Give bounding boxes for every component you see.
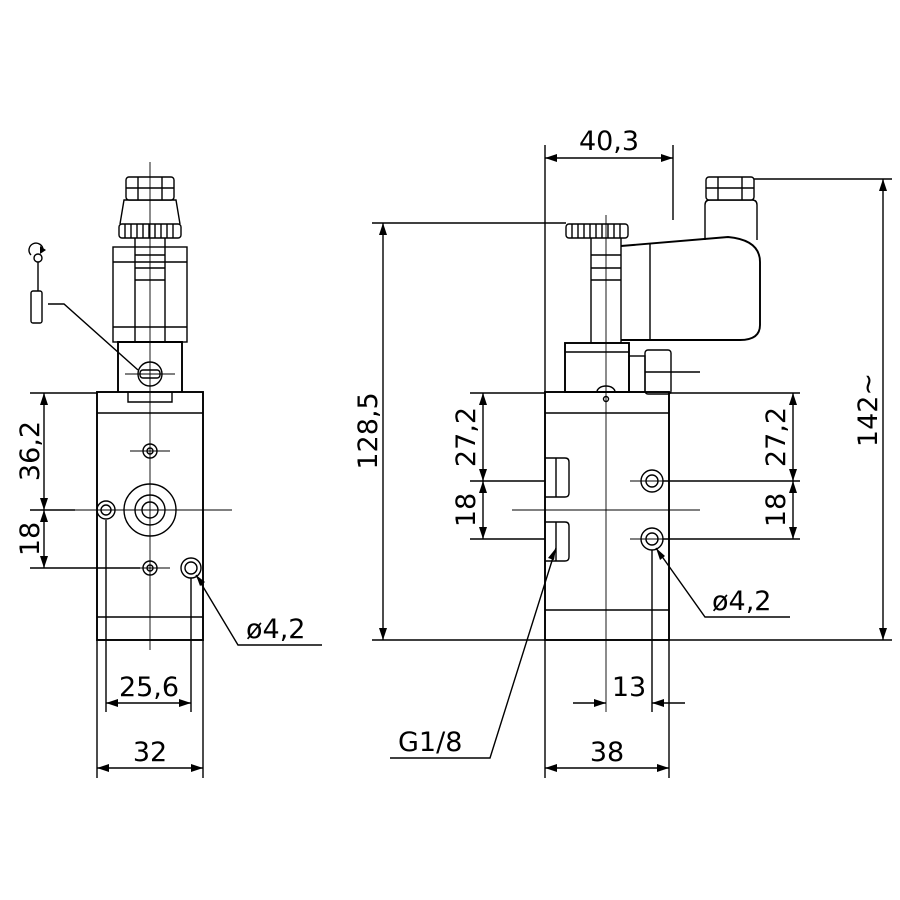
left-view: ø4,2 36,2 18 25,6 32 xyxy=(15,162,322,778)
left-dim-25-6: 25,6 xyxy=(119,672,179,703)
right-view: 40,3 128,5 142~ 27,2 18 27 xyxy=(353,126,892,778)
right-dim-128-5: 128,5 xyxy=(353,392,384,469)
right-thread-label: G1/8 xyxy=(398,727,462,758)
right-dim-40-3: 40,3 xyxy=(579,126,639,157)
right-dim-38: 38 xyxy=(590,737,624,768)
right-knurled-knob xyxy=(565,223,629,239)
left-dim-32: 32 xyxy=(133,737,167,768)
right-left-dim-18: 18 xyxy=(451,493,482,527)
right-valve-body xyxy=(544,391,670,641)
manual-lever-icon xyxy=(28,242,139,371)
left-dim-36-2: 36,2 xyxy=(15,421,46,481)
right-hole-diameter-label: ø4,2 xyxy=(712,586,771,617)
right-right-dim-18: 18 xyxy=(761,493,792,527)
right-left-dim-27-2: 27,2 xyxy=(451,407,482,467)
right-dim-142: 142~ xyxy=(853,373,884,447)
right-right-dim-27-2: 27,2 xyxy=(761,407,792,467)
left-dim-18: 18 xyxy=(15,522,46,556)
right-dim-13: 13 xyxy=(612,672,646,703)
right-solenoid-coil xyxy=(620,236,761,341)
left-hole-diameter-label: ø4,2 xyxy=(246,614,305,645)
